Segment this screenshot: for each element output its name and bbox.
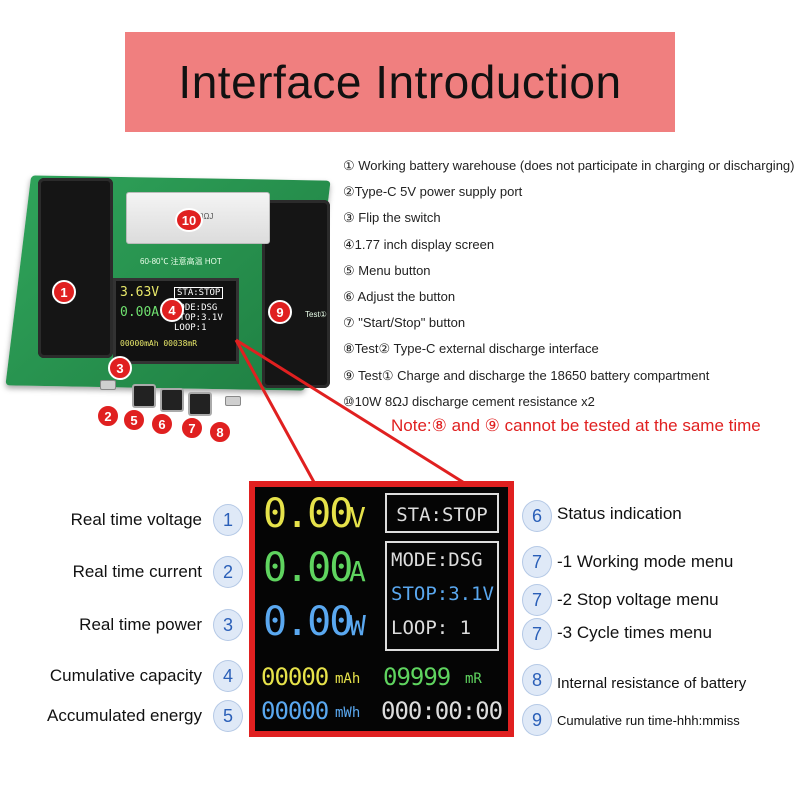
marker-1: 1 (52, 280, 76, 304)
marker-7: 7 (180, 416, 204, 440)
energy-value: 00000 (261, 697, 329, 725)
marker-5: 5 (122, 408, 146, 432)
mini-voltage: 3.63V (120, 285, 160, 300)
label-number: 6 (522, 500, 552, 532)
feature-item: ⑧Test② Type-C external discharge interfa… (343, 341, 599, 357)
battery-holder-left (38, 178, 113, 358)
feature-item: ②Type-C 5V power supply port (343, 184, 523, 200)
label-stop: -2 Stop voltage menu (557, 590, 719, 609)
hot-warning-label: 60-80℃ 注意高温 HOT (140, 257, 222, 266)
feature-item: ① Working battery warehouse (does not pa… (343, 158, 795, 173)
label-number: 7 (522, 584, 552, 616)
feature-item: ⑦ "Start/Stop" button (343, 315, 466, 331)
marker-4: 4 (160, 298, 184, 322)
menu-box: MODE:DSG STOP:3.1V LOOP: 1 (385, 541, 499, 651)
label-voltage: Real time voltage (70, 510, 202, 529)
label-current: Real time current (72, 562, 202, 581)
label-runtime: Cumulative run time-hhh:mmiss (557, 713, 740, 728)
label-number: 7 (522, 546, 552, 578)
loop-menu: LOOP: 1 (391, 617, 472, 639)
feature-item: ⑤ Menu button (343, 262, 431, 278)
mini-bottom: 00000mAh 00038mR (120, 339, 198, 348)
display-screen: 0.00 V 0.00 A 0.00 W STA:STOP MODE:DSG S… (255, 487, 508, 731)
note-text: Note:⑧ and ⑨ cannot be tested at the sam… (391, 416, 761, 435)
label-number: 7 (522, 618, 552, 650)
label-number: 5 (213, 700, 243, 732)
voltage-unit: V (349, 501, 366, 534)
feature-item: ⑩10W 8ΩJ discharge cement resistance x2 (343, 393, 595, 409)
label-number: 9 (522, 704, 552, 736)
power-unit: W (349, 609, 366, 642)
label-energy: Accumulated energy (47, 706, 202, 725)
current-value: 0.00 (263, 545, 353, 591)
label-number: 3 (213, 609, 243, 641)
pointer-line-left (234, 339, 317, 485)
mini-menu: MODE:DSG STOP:3.1V LOOP:1 (174, 303, 223, 333)
adjust-button (160, 388, 184, 412)
label-capacity: Cumulative capacity (49, 666, 202, 685)
label-mode: -1 Working mode menu (557, 552, 734, 571)
marker-8: 8 (208, 420, 232, 444)
capacity-unit: mAh (335, 671, 361, 687)
label-number: 2 (213, 556, 243, 588)
mode-menu: MODE:DSG (391, 549, 483, 571)
resistance-unit: mR (465, 671, 482, 687)
battery-holder-right (262, 200, 330, 388)
type-c-port-test (225, 396, 241, 406)
pointer-line-right (235, 338, 467, 486)
feature-item: ⑥ Adjust the button (343, 288, 456, 304)
display-frame: 0.00 V 0.00 A 0.00 W STA:STOP MODE:DSG S… (249, 481, 514, 737)
power-value: 0.00 (263, 599, 353, 645)
marker-6: 6 (150, 412, 174, 436)
start-stop-button (188, 392, 212, 416)
current-unit: A (349, 555, 366, 588)
capacity-value: 00000 (261, 663, 329, 691)
runtime-value: 000:00:00 (381, 697, 503, 725)
label-loop: -3 Cycle times menu (557, 623, 712, 642)
energy-unit: mWh (335, 705, 361, 721)
marker-10: 10 (175, 208, 203, 232)
title-banner: Interface Introduction (125, 32, 675, 132)
label-number: 1 (213, 504, 243, 536)
feature-item: ③ Flip the switch (343, 210, 441, 226)
voltage-value: 0.00 (263, 491, 353, 537)
label-status: Status indication (557, 504, 682, 523)
marker-9: 9 (268, 300, 292, 324)
marker-2: 2 (96, 404, 120, 428)
page-title: Interface Introduction (178, 56, 622, 108)
feature-item: ④1.77 inch display screen (343, 236, 495, 252)
status-indicator: STA:STOP (385, 493, 499, 533)
feature-list: ① Working battery warehouse (does not pa… (343, 153, 800, 415)
marker-3: 3 (108, 356, 132, 380)
menu-button (132, 384, 156, 408)
resistance-value: 09999 (383, 663, 451, 691)
label-number: 4 (213, 660, 243, 692)
label-number: 8 (522, 664, 552, 696)
label-resistance: Internal resistance of battery (557, 675, 747, 692)
stop-voltage-menu: STOP:3.1V (391, 583, 494, 605)
mini-status: STA:STOP (174, 287, 224, 299)
type-c-port-power (100, 380, 116, 390)
test-label: Test① (305, 310, 327, 319)
feature-item: ⑨ Test① Charge and discharge the 18650 b… (343, 367, 710, 383)
label-power: Real time power (79, 615, 202, 634)
mini-current: 0.00A (120, 305, 160, 320)
